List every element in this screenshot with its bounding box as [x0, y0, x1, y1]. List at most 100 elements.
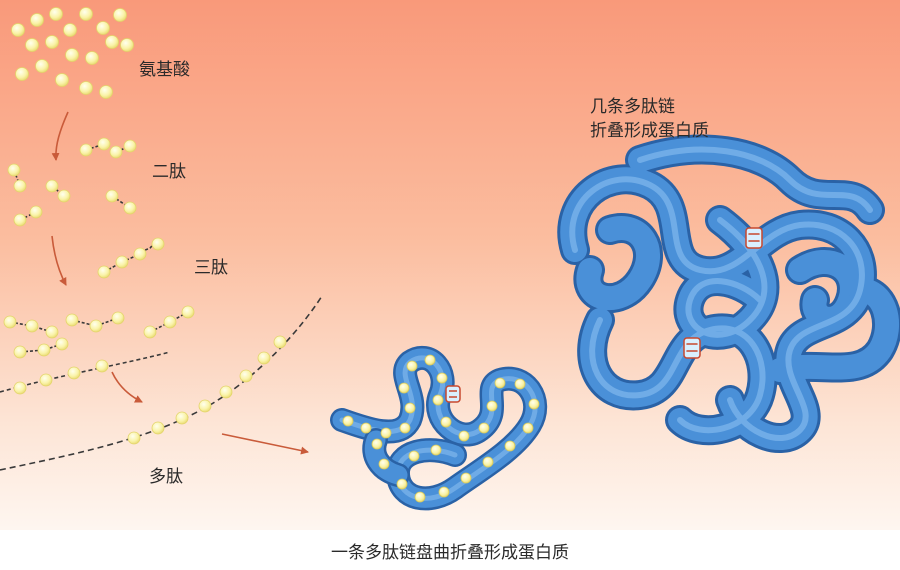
amino-acid-bead-icon — [113, 8, 127, 22]
amino-acid-bead-icon — [123, 139, 137, 153]
amino-acid-bead-icon — [406, 360, 418, 372]
amino-acid-bead-icon — [399, 422, 411, 434]
amino-acid-bead-icon — [13, 179, 27, 193]
amino-acid-bead-icon — [97, 137, 111, 151]
amino-acid-bead-icon — [25, 38, 39, 52]
amino-acid-bead-icon — [273, 335, 287, 349]
amino-acid-bead-icon — [120, 38, 134, 52]
amino-acid-bead-icon — [380, 427, 392, 439]
amino-acid-bead-icon — [424, 354, 436, 366]
multi-chain-label-line1: 几条多肽链 — [590, 97, 675, 117]
amino-acid-bead-icon — [494, 377, 506, 389]
amino-acid-bead-icon — [151, 421, 165, 435]
amino-acid-cluster — [11, 7, 134, 99]
amino-acid-bead-icon — [371, 438, 383, 450]
amino-acid-bead-icon — [105, 189, 119, 203]
amino-acid-bead-icon — [123, 201, 137, 215]
dipeptide-group — [7, 137, 137, 227]
amino-acid-bead-icon — [360, 422, 372, 434]
amino-acid-bead-icon — [342, 415, 354, 427]
amino-acid-bead-icon — [430, 444, 442, 456]
amino-acid-bead-icon — [438, 486, 450, 498]
amino-acid-bead-icon — [143, 325, 157, 339]
amino-acid-bead-icon — [111, 311, 125, 325]
amino-acid-label: 氨基酸 — [139, 60, 190, 80]
folded-polypeptide — [330, 345, 548, 511]
amino-acid-bead-icon — [105, 35, 119, 49]
tripeptide-group — [3, 237, 195, 359]
amino-acid-bead-icon — [30, 13, 44, 27]
amino-acid-bead-icon — [99, 85, 113, 99]
amino-acid-bead-icon — [460, 472, 472, 484]
amino-acid-bead-icon — [478, 422, 490, 434]
multi-chain-label: 几条多肽链 折叠形成蛋白质 — [590, 95, 709, 143]
amino-acid-bead-icon — [67, 366, 81, 380]
amino-acid-bead-icon — [29, 205, 43, 219]
disulfide-bond-icon — [683, 337, 701, 359]
arrow-icon — [51, 111, 69, 161]
arrow-icon — [51, 235, 67, 286]
arrow-icon — [221, 433, 309, 455]
amino-acid-bead-icon — [79, 143, 93, 157]
amino-acid-bead-icon — [45, 179, 59, 193]
amino-acid-bead-icon — [65, 48, 79, 62]
amino-acid-bead-icon — [13, 213, 27, 227]
amino-acid-bead-icon — [239, 369, 253, 383]
amino-acid-bead-icon — [504, 440, 516, 452]
process-arrows — [51, 111, 309, 455]
amino-acid-bead-icon — [3, 315, 17, 329]
disulfide-bond-icon — [745, 227, 763, 249]
amino-acid-bead-icon — [436, 372, 448, 384]
tripeptide-label: 三肽 — [194, 258, 228, 278]
amino-acid-bead-icon — [57, 189, 71, 203]
amino-acid-bead-icon — [13, 345, 27, 359]
amino-acid-bead-icon — [458, 430, 470, 442]
amino-acid-bead-icon — [39, 373, 53, 387]
amino-acid-bead-icon — [25, 319, 39, 333]
amino-acid-bead-icon — [440, 416, 452, 428]
amino-acid-bead-icon — [181, 305, 195, 319]
amino-acid-bead-icon — [55, 337, 69, 351]
dipeptide-label: 二肽 — [152, 162, 186, 182]
amino-acid-bead-icon — [528, 398, 540, 410]
amino-acid-bead-icon — [11, 23, 25, 37]
amino-acid-bead-icon — [85, 51, 99, 65]
amino-acid-bead-icon — [49, 7, 63, 21]
amino-acid-bead-icon — [45, 35, 59, 49]
amino-acid-bead-icon — [163, 315, 177, 329]
amino-acid-bead-icon — [522, 422, 534, 434]
amino-acid-bead-icon — [65, 313, 79, 327]
amino-acid-bead-icon — [151, 237, 165, 251]
amino-acid-bead-icon — [7, 163, 21, 177]
amino-acid-bead-icon — [79, 7, 93, 21]
amino-acid-bead-icon — [79, 81, 93, 95]
amino-acid-bead-icon — [63, 23, 77, 37]
polypeptide-chain — [0, 295, 323, 471]
figure-caption: 一条多肽链盘曲折叠形成蛋白质 — [331, 543, 569, 563]
amino-acid-bead-icon — [55, 73, 69, 87]
amino-acid-bead-icon — [514, 378, 526, 390]
amino-acid-bead-icon — [15, 67, 29, 81]
amino-acid-bead-icon — [89, 319, 103, 333]
amino-acid-bead-icon — [37, 343, 51, 357]
amino-acid-bead-icon — [45, 325, 59, 339]
amino-acid-bead-icon — [133, 247, 147, 261]
amino-acid-bead-icon — [219, 385, 233, 399]
amino-acid-bead-icon — [378, 458, 390, 470]
amino-acid-bead-icon — [482, 456, 494, 468]
amino-acid-bead-icon — [95, 359, 109, 373]
amino-acid-bead-icon — [13, 381, 27, 395]
amino-acid-bead-icon — [486, 400, 498, 412]
amino-acid-bead-icon — [432, 394, 444, 406]
arrow-icon — [111, 371, 143, 403]
amino-acid-bead-icon — [115, 255, 129, 269]
amino-acid-bead-icon — [398, 382, 410, 394]
amino-acid-bead-icon — [175, 411, 189, 425]
disulfide-bond-icon — [445, 385, 461, 403]
amino-acid-bead-icon — [96, 21, 110, 35]
amino-acid-bead-icon — [35, 59, 49, 73]
amino-acid-bead-icon — [404, 402, 416, 414]
amino-acid-bead-icon — [97, 265, 111, 279]
multi-chain-label-line2: 折叠形成蛋白质 — [590, 121, 709, 141]
